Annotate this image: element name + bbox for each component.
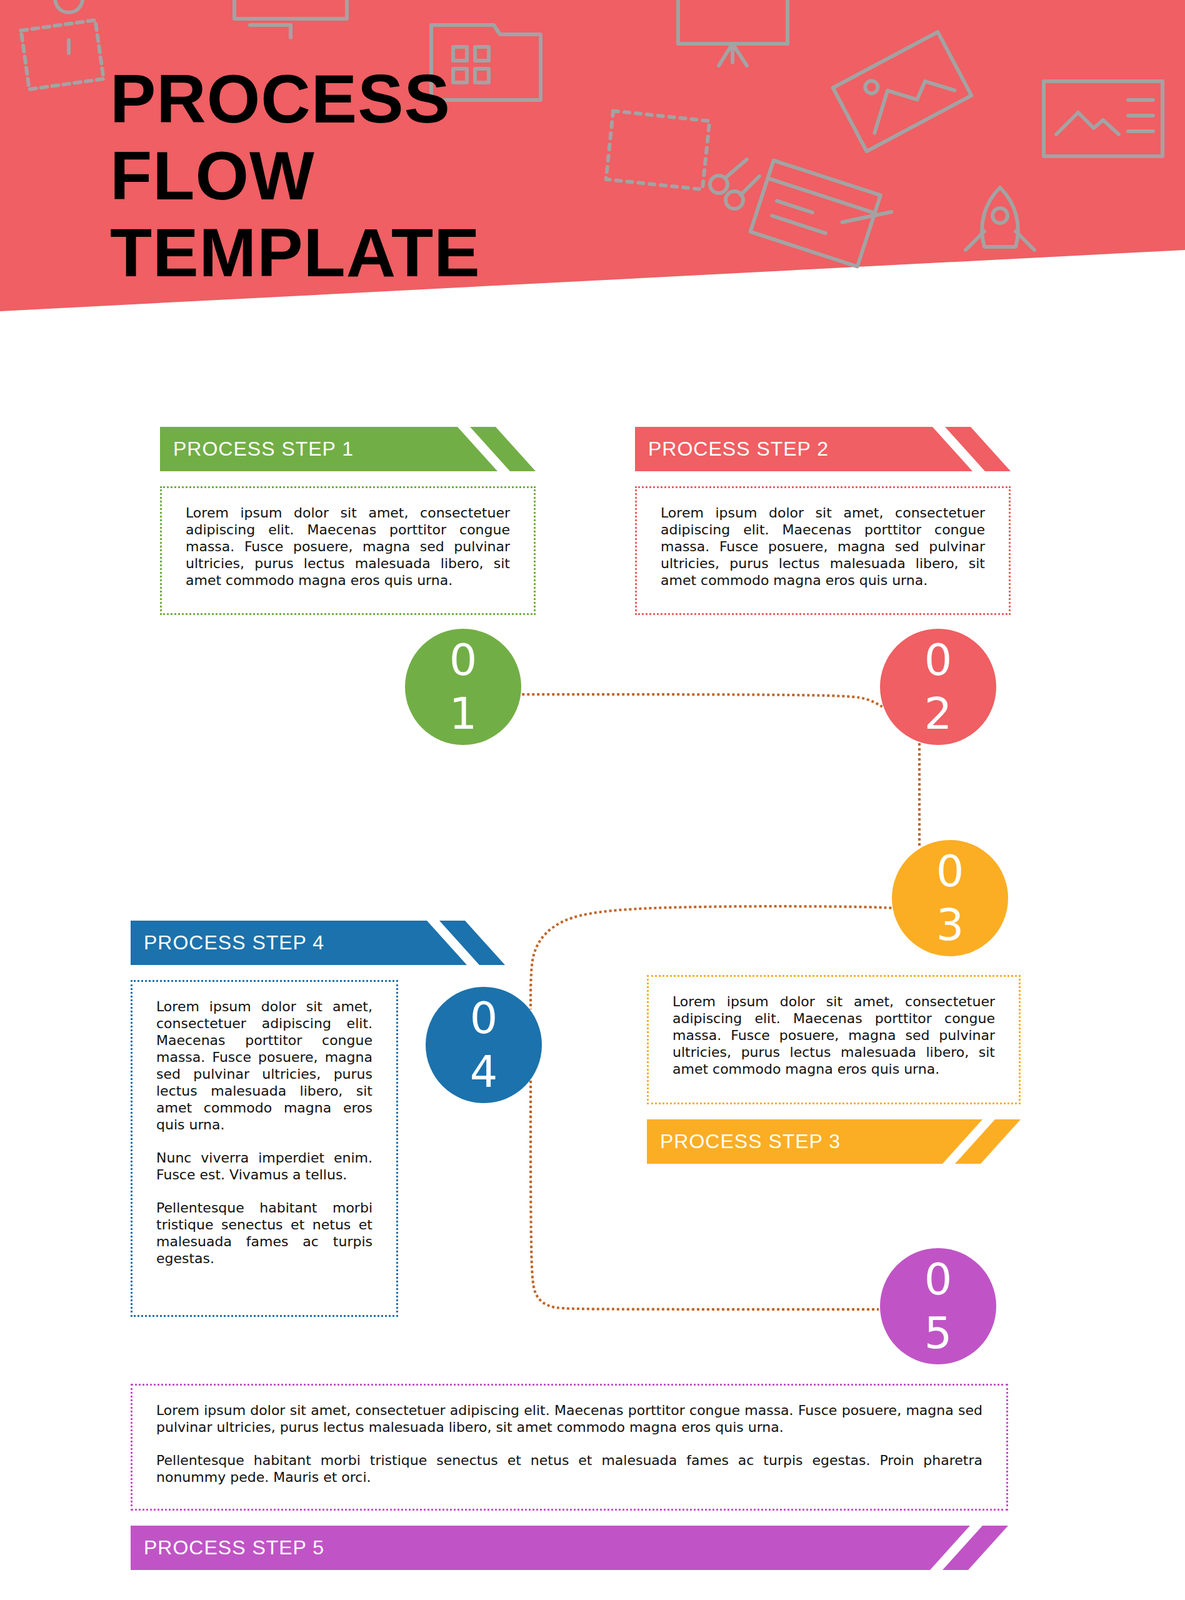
- gap: [160, 471, 536, 487]
- step-number: 0 1: [449, 633, 478, 741]
- band-shape: [942, 1525, 1009, 1570]
- step-heading-band: PROCESS STEP 3: [646, 1119, 1021, 1164]
- step-number-circle: 0 2: [880, 628, 997, 745]
- step-heading: PROCESS STEP 1: [160, 426, 536, 472]
- step-description: Lorem ipsum dolor sit amet, consectetuer…: [672, 993, 995, 1078]
- step-description: Lorem ipsum dolor sit amet, consectetuer…: [156, 998, 373, 1134]
- dotted-connector: [918, 743, 921, 848]
- step-text-box: Lorem ipsum dolor sit amet, consectetuer…: [635, 486, 1011, 615]
- step-heading: PROCESS STEP 2: [635, 426, 1011, 472]
- process-step-card: PROCESS STEP 3 Lorem ipsum dolor sit amet…: [646, 975, 1021, 1164]
- step-number-circle: 0 4: [425, 986, 542, 1104]
- header-band: [0, 0, 1185, 312]
- step-number-circle: 0 1: [405, 628, 522, 745]
- dotted-connector: [521, 694, 882, 707]
- step-heading: PROCESS STEP 4: [130, 920, 505, 965]
- process-step-card: PROCESS STEP 5 Lorem ipsum dolor sit amet…: [130, 1383, 1009, 1570]
- step-heading-band: PROCESS STEP 5: [130, 1525, 1009, 1570]
- step-number-circle: 0 5: [880, 1248, 997, 1365]
- dotted-connector: [530, 1080, 879, 1310]
- step-text-box: Lorem ipsum dolor sit amet, consectetuer…: [130, 980, 399, 1317]
- page-title: PROCESS FLOW TEMPLATE: [110, 60, 560, 292]
- step-text-box: Lorem ipsum dolor sit amet, consectetuer…: [160, 486, 536, 615]
- step-description: Lorem ipsum dolor sit amet, consectetuer…: [156, 1401, 983, 1436]
- band-shape: [955, 1119, 1021, 1164]
- step-heading-band: PROCESS STEP 1: [160, 426, 536, 472]
- step-description: Nunc viverra imperdiet enim. Fusce est. …: [156, 1149, 373, 1184]
- process-step-card: PROCESS STEP 4 Lorem ipsum dolor sit amet…: [130, 920, 505, 1317]
- gap: [130, 1510, 1009, 1526]
- step-heading-band: PROCESS STEP 4: [130, 920, 505, 965]
- gap: [646, 1104, 1021, 1120]
- step-description: Pellentesque habitant morbi tristique se…: [156, 1199, 373, 1267]
- step-description: Pellentesque habitant morbi tristique se…: [156, 1451, 983, 1486]
- band-shape: [439, 920, 505, 965]
- step-number: 0 5: [924, 1252, 953, 1360]
- step-text-box: Lorem ipsum dolor sit amet, consectetuer…: [646, 975, 1021, 1105]
- gap: [130, 965, 505, 980]
- band-shape: [945, 426, 1011, 472]
- step-text-box: Lorem ipsum dolor sit amet, consectetuer…: [130, 1383, 1009, 1511]
- step-heading: PROCESS STEP 5: [130, 1525, 1009, 1570]
- process-step-card: PROCESS STEP 2 Lorem ipsum dolor sit amet…: [635, 426, 1011, 615]
- step-number: 0 3: [936, 844, 965, 952]
- step-heading-band: PROCESS STEP 2: [635, 426, 1011, 472]
- step-description: Lorem ipsum dolor sit amet, consectetuer…: [660, 504, 985, 589]
- step-number-circle: 0 3: [891, 840, 1009, 957]
- step-heading: PROCESS STEP 3: [646, 1119, 1021, 1164]
- gap: [635, 471, 1011, 487]
- band-shape: [470, 426, 536, 472]
- process-step-card: PROCESS STEP 1 Lorem ipsum dolor sit amet…: [160, 426, 536, 615]
- step-number: 0 2: [924, 633, 953, 741]
- step-description: Lorem ipsum dolor sit amet, consectetuer…: [185, 504, 510, 589]
- step-number: 0 4: [470, 991, 499, 1099]
